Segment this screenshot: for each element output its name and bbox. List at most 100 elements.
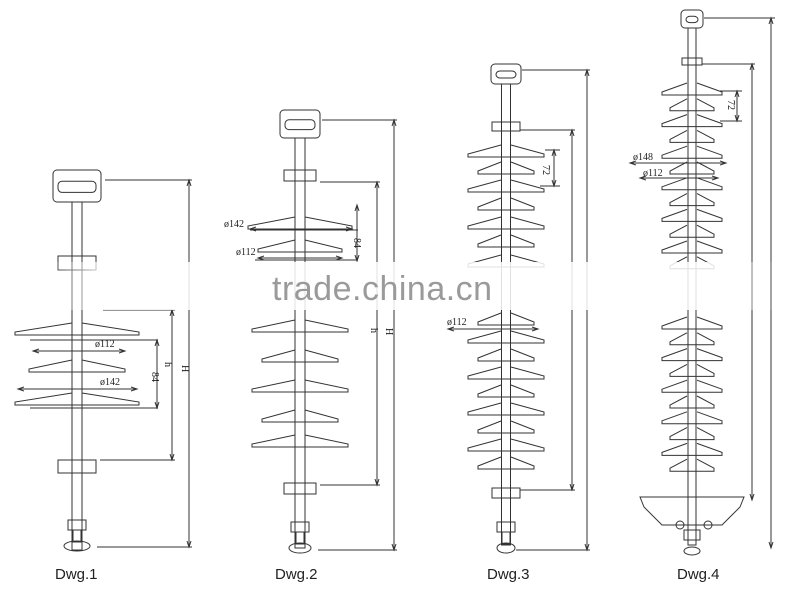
h-dim-arrow-bottom xyxy=(749,493,755,502)
caption-dwg3: Dwg.3 xyxy=(487,566,530,583)
dwg4-dia-112: ø112 xyxy=(643,168,663,179)
end-neck xyxy=(72,529,82,543)
eye-fitting xyxy=(52,169,102,203)
sheath-collar xyxy=(283,169,317,182)
shed xyxy=(661,442,723,456)
h-dim-arrow-top xyxy=(169,308,175,317)
eye-slot xyxy=(495,70,517,79)
dia-112-line-arrow-left xyxy=(446,326,455,332)
H-dim-arrow-top xyxy=(391,118,397,127)
dia-112-line-arrow-left xyxy=(31,348,40,354)
eye-fitting xyxy=(680,9,704,29)
core-rod xyxy=(71,201,83,551)
caption-dwg1: Dwg.1 xyxy=(55,566,98,583)
shed xyxy=(661,316,723,330)
shed xyxy=(467,179,545,193)
eye-slot xyxy=(685,15,699,24)
H-dim-arrow-bottom xyxy=(768,541,774,550)
end-collar xyxy=(67,519,87,531)
shed xyxy=(661,379,723,393)
shed xyxy=(467,330,545,344)
drawing-1 xyxy=(14,169,192,552)
pitch-dim-arrow-bottom xyxy=(551,179,557,188)
end-neck xyxy=(501,531,511,545)
shed xyxy=(661,177,723,191)
h-dim-arrow-bottom xyxy=(569,483,575,492)
drawing-3 xyxy=(446,63,590,554)
grading-ring xyxy=(639,496,745,526)
shed-large xyxy=(14,392,140,406)
shed xyxy=(261,349,339,363)
dwg1-pitch-84: 84 xyxy=(149,372,160,382)
H-dim-arrow-top xyxy=(768,16,774,25)
pitch-dim-arrow-top xyxy=(551,148,557,157)
sheath-collar xyxy=(681,57,703,66)
dia-112-line-arrow-right xyxy=(711,175,720,181)
end-collar xyxy=(290,521,310,533)
dia-142-line-arrow-left xyxy=(248,226,257,232)
shed xyxy=(661,411,723,425)
h-dim-arrow-bottom xyxy=(374,478,380,487)
core-rod xyxy=(501,83,511,546)
dwg1-dia-142: ø142 xyxy=(100,377,120,388)
shed xyxy=(669,332,715,346)
dwg1-dia-112: ø112 xyxy=(95,339,115,350)
dwg2-H-label: H xyxy=(383,328,394,335)
shed-small xyxy=(28,359,126,373)
dwg1-h-label: h xyxy=(162,362,173,367)
sheath-collar xyxy=(283,482,317,495)
shed xyxy=(251,379,349,393)
h-dim-arrow-top xyxy=(374,180,380,189)
dwg2-h-label: h xyxy=(368,328,379,333)
shed xyxy=(477,234,535,248)
shed xyxy=(467,438,545,452)
ball-end xyxy=(683,546,701,556)
shed xyxy=(669,224,715,238)
dia-148-line-arrow-left xyxy=(628,160,637,166)
shed xyxy=(477,456,535,470)
dia-142-line-arrow-left xyxy=(16,386,25,392)
shed xyxy=(251,434,349,448)
shed xyxy=(661,348,723,362)
shed xyxy=(661,114,723,128)
ring-bolt xyxy=(703,520,713,530)
shed xyxy=(669,395,715,409)
dwg2-dia-142: ø142 xyxy=(224,219,244,230)
dia-112-line-arrow-right xyxy=(118,348,127,354)
dwg4-dia-148: ø148 xyxy=(633,152,653,163)
ball-end xyxy=(288,542,312,554)
dwg2-pitch-84: 84 xyxy=(351,238,362,248)
H-dim-arrow-bottom xyxy=(186,540,192,549)
watermark-text: trade.china.cn xyxy=(272,270,493,308)
dia-112-line-arrow-right xyxy=(335,255,344,261)
eye-fitting xyxy=(490,63,522,85)
dwg3-dia-112: ø112 xyxy=(447,317,467,328)
end-collar xyxy=(496,521,516,533)
shed xyxy=(477,197,535,211)
shed xyxy=(669,427,715,441)
pitch-dim-arrow-top xyxy=(154,338,160,347)
dia-112-line-arrow-left xyxy=(638,175,647,181)
pitch-dim-arrow-bottom xyxy=(154,401,160,410)
shed xyxy=(669,98,715,112)
dia-112-line-arrow-left xyxy=(256,255,265,261)
shed-large xyxy=(247,216,353,230)
shed xyxy=(467,144,545,158)
dia-142-line-arrow-right xyxy=(130,386,139,392)
shed xyxy=(661,240,723,254)
dia-148-line-arrow-right xyxy=(719,160,728,166)
dwg1-H-label: H xyxy=(179,365,190,372)
ball-end xyxy=(63,540,91,552)
shed xyxy=(669,363,715,377)
dwg3-pitch-72: 72 xyxy=(540,165,551,175)
shed xyxy=(477,312,535,326)
sheath-collar xyxy=(491,487,521,499)
shed xyxy=(661,145,723,159)
watermark-band xyxy=(48,262,778,310)
ball-end xyxy=(496,542,516,554)
sheath-collar xyxy=(57,459,97,474)
dwg4-pitch-72: 72 xyxy=(725,100,736,110)
H-dim-arrow-bottom xyxy=(584,543,590,552)
shed xyxy=(477,384,535,398)
